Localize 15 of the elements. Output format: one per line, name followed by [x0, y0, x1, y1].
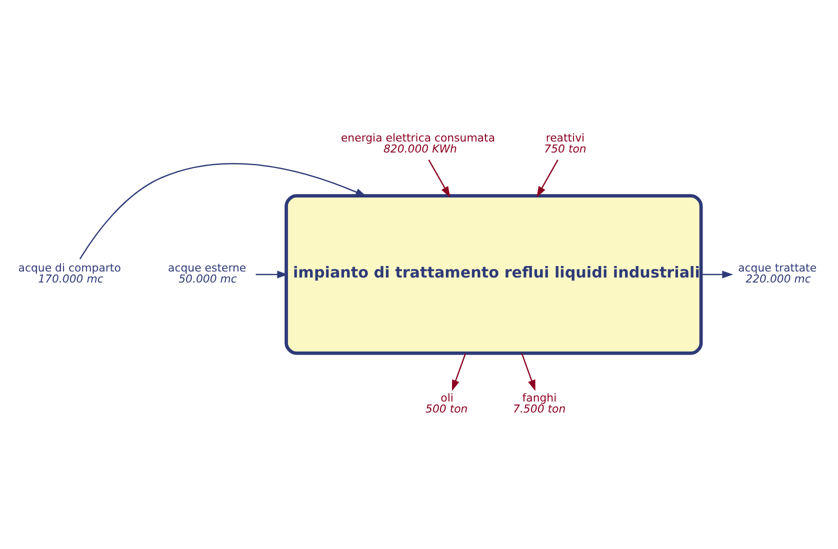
arrow	[452, 353, 466, 391]
arrow	[521, 353, 536, 391]
node-text: acque esterne 50.000 mc	[168, 261, 246, 286]
node-text: fanghi 7.500 ton	[513, 391, 566, 416]
node-text: reattivi 750 ton	[544, 131, 586, 156]
node-box: impianto di trattamento reflui liquidi industriali	[284, 194, 703, 355]
arrow	[701, 270, 734, 278]
node-text: oli 500 ton	[426, 391, 468, 416]
node-text: acque di comparto 170.000 mc	[18, 261, 121, 286]
arrow	[256, 270, 288, 278]
node-text: acque trattate 220.000 mc	[738, 261, 817, 286]
arrow	[79, 163, 366, 260]
arrow	[428, 160, 450, 198]
node-text: energia elettrica consumata 820.000 KWh	[340, 131, 496, 156]
arrow	[536, 160, 558, 198]
